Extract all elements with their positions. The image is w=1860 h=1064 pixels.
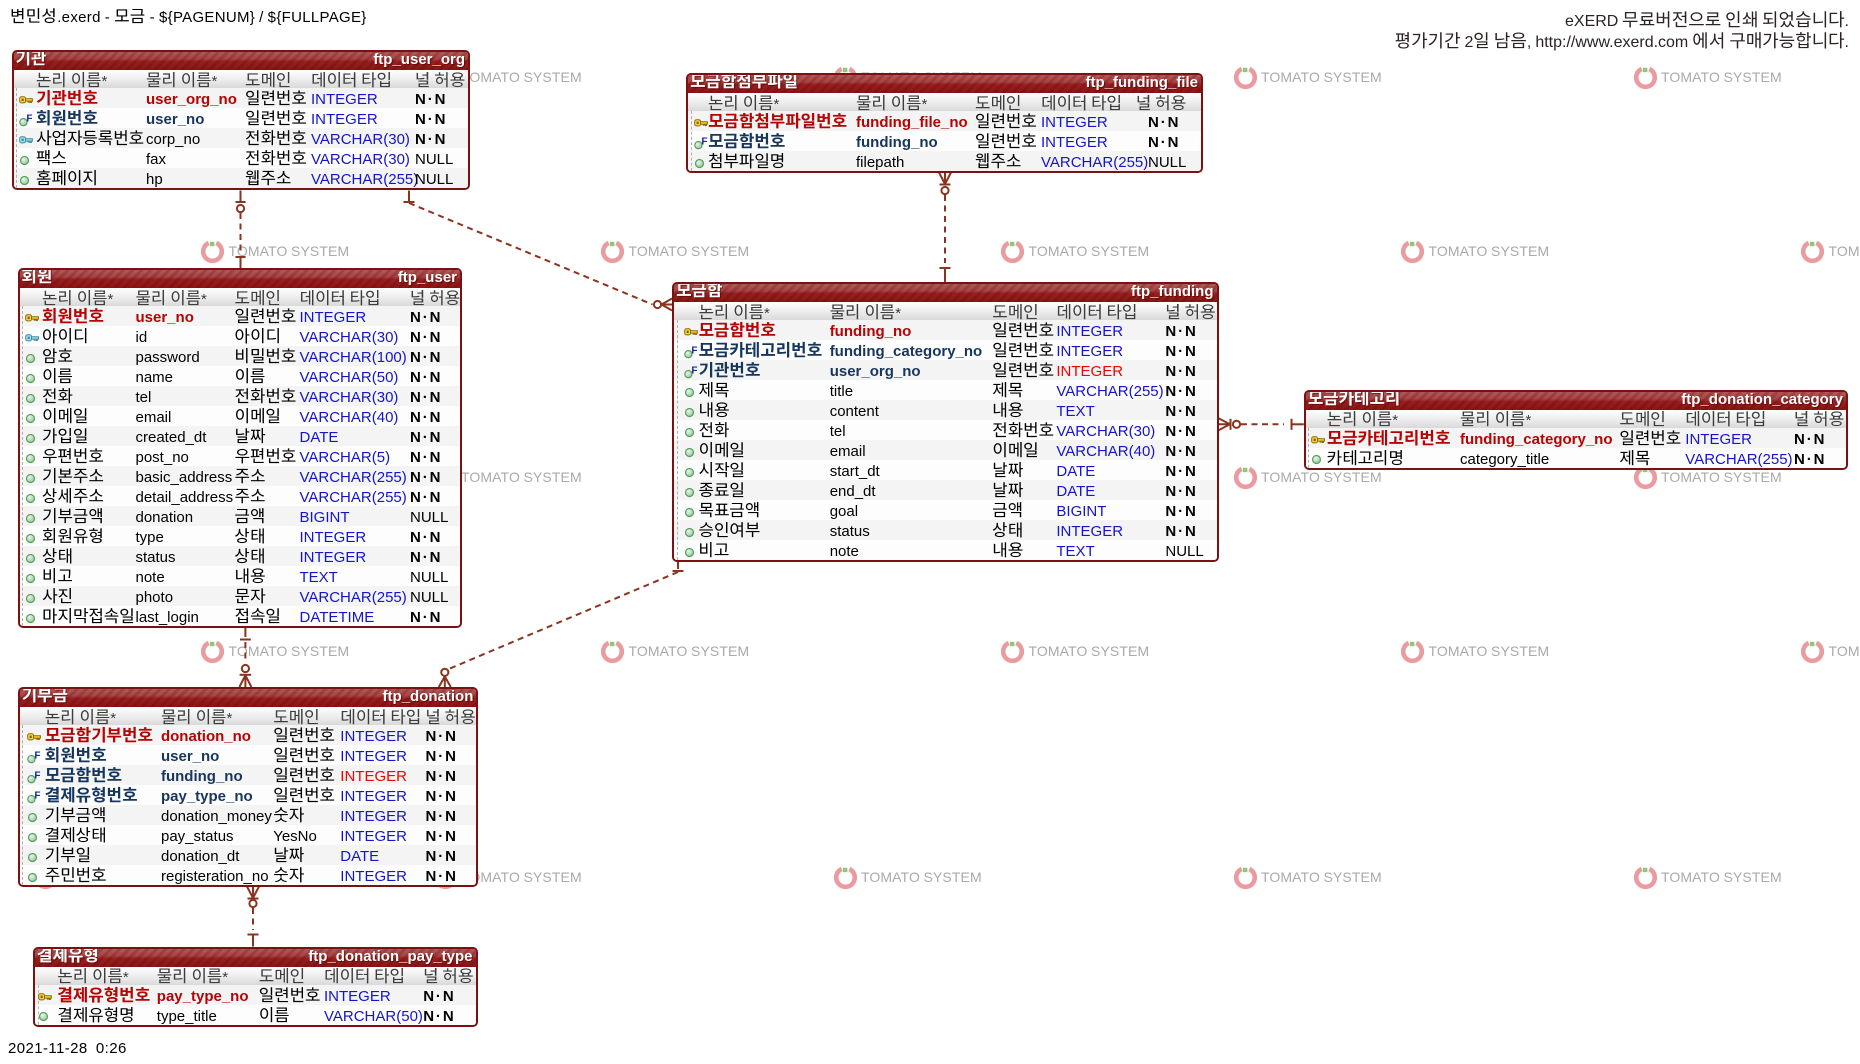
- svg-text:F: F: [34, 771, 40, 782]
- svg-text:F: F: [34, 751, 40, 762]
- svg-text:F: F: [26, 114, 32, 125]
- svg-text:F: F: [701, 137, 707, 148]
- svg-text:F: F: [691, 366, 697, 377]
- svg-text:F: F: [691, 346, 697, 357]
- svg-text:F: F: [34, 791, 40, 802]
